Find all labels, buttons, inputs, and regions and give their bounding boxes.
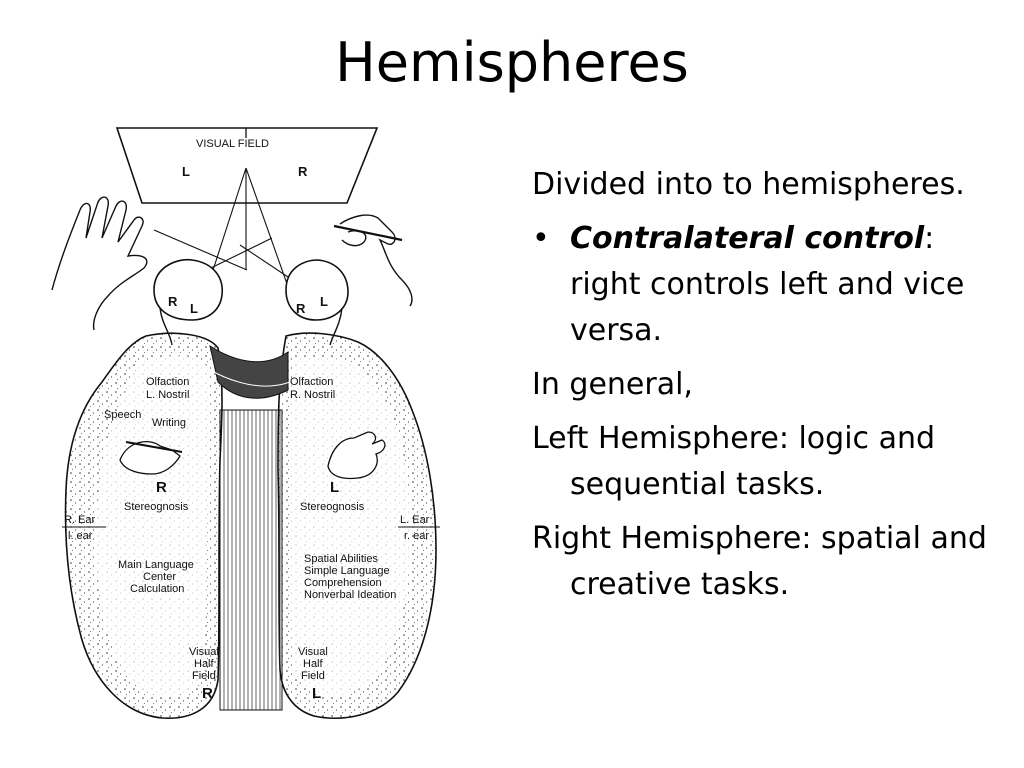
right-eye: R L xyxy=(285,259,349,346)
corpus-callosum xyxy=(209,344,291,711)
right-visual-letter: L xyxy=(312,685,321,702)
speech-label: Speech xyxy=(104,409,141,421)
pen-drawing xyxy=(125,441,183,453)
visual-field-screen: VISUAL FIELD L R xyxy=(115,127,379,204)
right-hand-letter: L xyxy=(330,479,339,496)
brain-diagram-svg: VISUAL FIELD L R R L xyxy=(51,127,440,719)
paragraph-divided: Divided into to hemispheres. xyxy=(532,167,965,202)
right-visual-label: Visual xyxy=(298,646,328,658)
right-eye-r-label: R xyxy=(296,301,306,316)
left-visual-letter: R xyxy=(202,685,213,702)
right-half-label: Half xyxy=(303,658,324,670)
left-ear-minor-label: l. ear xyxy=(68,530,93,542)
contralateral-term: Contralateral control xyxy=(570,221,925,256)
bullet-dot: • xyxy=(532,221,550,256)
left-nostril-label: L. Nostril xyxy=(146,389,189,401)
writing-label: Writing xyxy=(152,417,186,429)
left-hemisphere-labels: Olfaction L. Nostril Speech Writing R St… xyxy=(62,376,219,702)
right-field-label: Field xyxy=(301,670,325,682)
right-stereognosis-label: Stereognosis xyxy=(300,501,365,513)
calculation-label: Calculation xyxy=(130,583,184,595)
left-hemisphere-label-area xyxy=(96,355,211,697)
right-ear-minor-label: r. ear xyxy=(404,530,429,542)
visual-field-label: VISUAL FIELD xyxy=(196,138,269,150)
nonverbal-ideation-label: Nonverbal Ideation xyxy=(304,589,396,601)
right-hemisphere-labels: Olfaction R. Nostril L Stereognosis L. E… xyxy=(290,376,440,702)
left-hand-drawing xyxy=(51,196,148,331)
visual-field-right-label: R xyxy=(298,164,308,179)
paragraph-left-hemisphere: Left Hemisphere: logic and sequential ta… xyxy=(532,421,936,502)
simple-language-label: Simple Language xyxy=(304,565,390,577)
comprehension-label: Comprehension xyxy=(304,577,382,589)
center-label: Center xyxy=(143,571,176,583)
visual-field-left-label: L xyxy=(182,164,190,179)
slide-body: Divided into to hemispheres. • Contralat… xyxy=(532,162,1002,616)
slide-title: Hemispheres xyxy=(335,31,689,94)
paragraph-right-hemisphere: Right Hemisphere: spatial and creative t… xyxy=(532,521,987,602)
left-stereognosis-label: Stereognosis xyxy=(124,501,189,513)
left-half-label: Half xyxy=(194,658,215,670)
spatial-abilities-label: Spatial Abilities xyxy=(304,553,378,565)
bullet-contralateral: • Contralateral control: right controls … xyxy=(532,216,1002,354)
right-olfaction-label: Olfaction xyxy=(290,376,333,388)
contralateral-description: : right controls left and vice versa. xyxy=(570,221,965,348)
right-hand-writing-drawing xyxy=(333,214,413,307)
left-hand-letter: R xyxy=(156,479,167,496)
left-eye-l-label: L xyxy=(190,301,198,316)
left-ear-major-label: R. Ear xyxy=(64,514,96,526)
left-olfaction-label: Olfaction xyxy=(146,376,189,388)
main-language-label: Main Language xyxy=(118,559,194,571)
right-nostril-label: R. Nostril xyxy=(290,389,335,401)
left-field-label: Field xyxy=(192,670,216,682)
paragraph-in-general: In general, xyxy=(532,367,693,402)
right-ear-major-label: L. Ear xyxy=(400,514,430,526)
right-eye-l-label: L xyxy=(320,294,328,309)
left-eye: R L xyxy=(153,258,223,346)
left-eye-r-label: R xyxy=(168,294,178,309)
left-visual-label: Visual xyxy=(189,646,219,658)
open-hand-drawing xyxy=(327,431,386,480)
brain-hemispheres-illustration: VISUAL FIELD L R R L xyxy=(42,120,466,725)
